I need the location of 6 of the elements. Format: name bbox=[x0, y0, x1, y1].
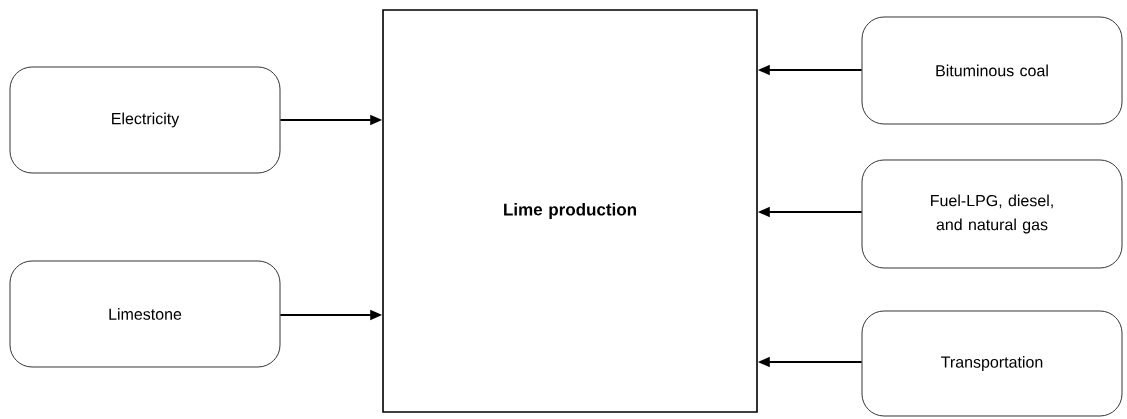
input-box: Fuel-LPG, diesel, and natural gas bbox=[861, 159, 1123, 269]
input-box: Limestone bbox=[9, 260, 281, 368]
process-box: Lime production bbox=[382, 9, 758, 413]
input-box: Electricity bbox=[9, 66, 281, 174]
input-box: Transportation bbox=[861, 310, 1123, 417]
input-box: Bituminous coal bbox=[861, 16, 1123, 125]
